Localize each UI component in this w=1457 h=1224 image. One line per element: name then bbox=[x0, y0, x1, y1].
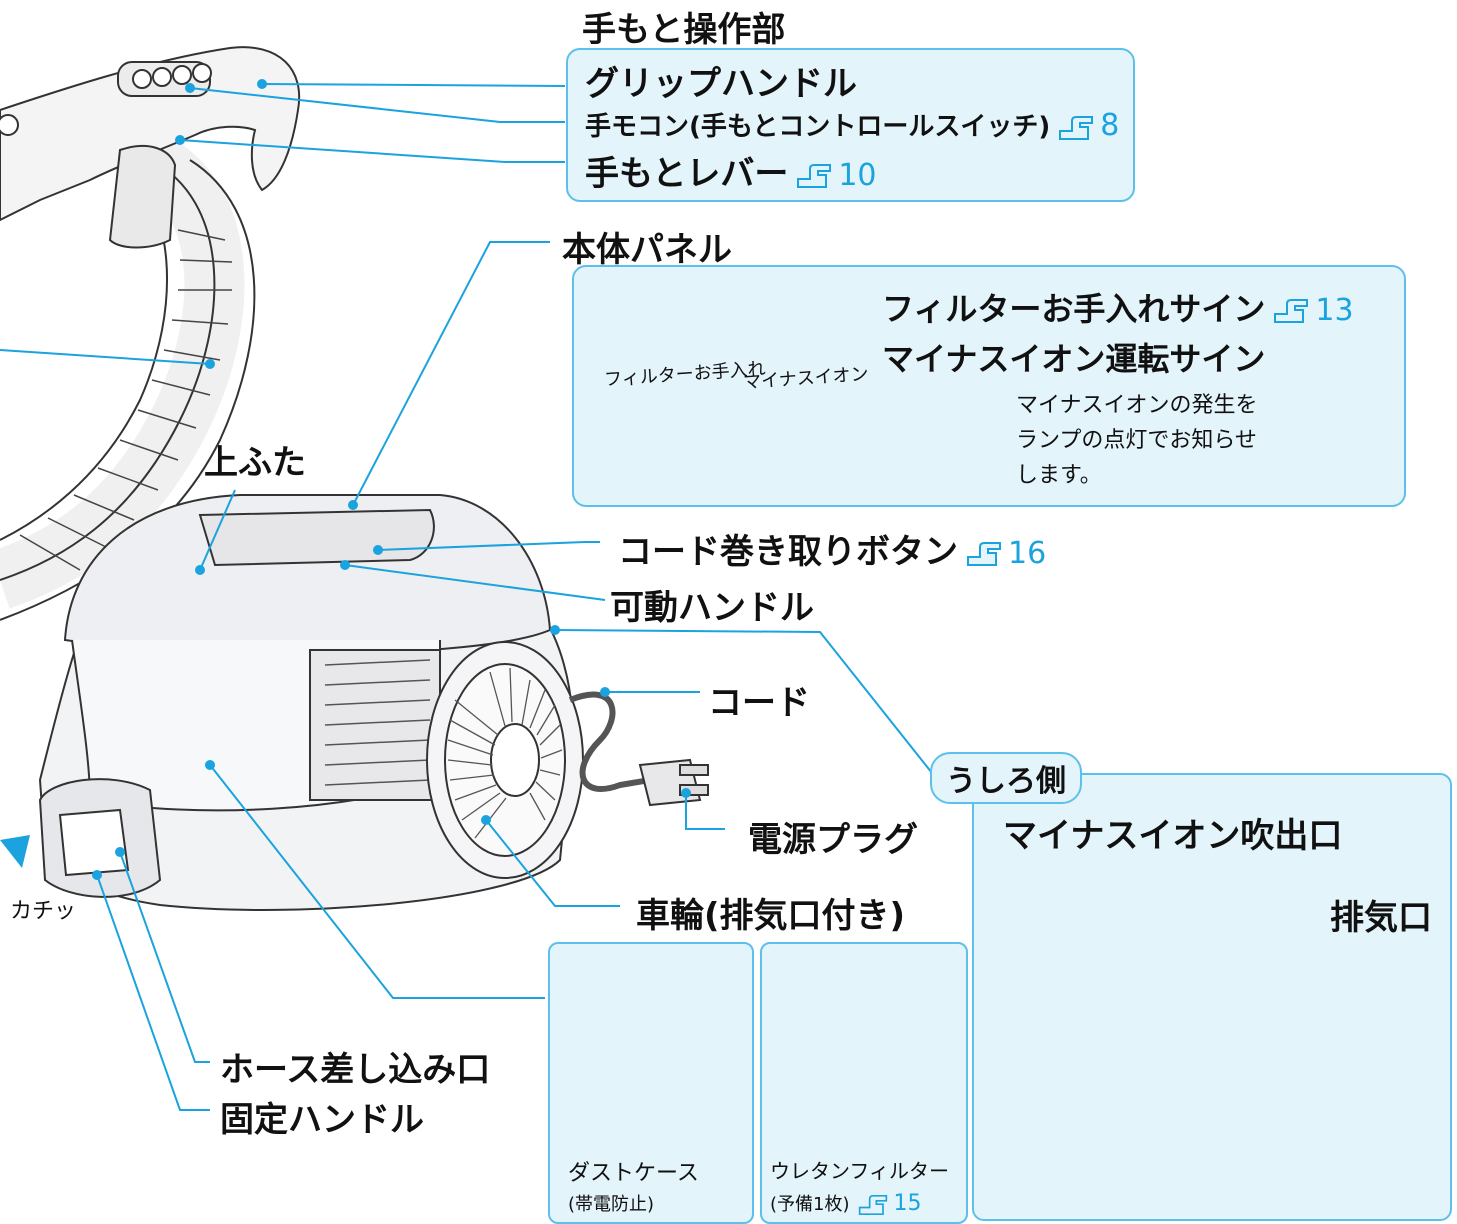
body-panel-title: 本体パネル bbox=[562, 230, 732, 270]
insert-arrow bbox=[0, 835, 30, 868]
ion-outlet-label: マイナスイオン吹出口 bbox=[1003, 816, 1343, 856]
ion-sign-label: マイナスイオン運転サイン bbox=[882, 340, 1266, 378]
hand-controls-box bbox=[566, 48, 1135, 202]
wheel-vents bbox=[447, 667, 563, 839]
rear-view-box bbox=[972, 773, 1452, 1221]
hand-lever-text: 手もとレバー bbox=[585, 154, 789, 194]
filter-sign-page-ref: 13 bbox=[1315, 293, 1354, 328]
cord-rewind-label: コード巻き取りボタン 16 bbox=[618, 524, 1046, 573]
wheel-label: 車輪(排気口付き) bbox=[636, 896, 906, 936]
hose-ribs bbox=[19, 229, 233, 571]
grip-handle-label: グリップハンドル bbox=[585, 64, 857, 104]
fixed-handle-label: 固定ハンドル bbox=[220, 1100, 424, 1140]
pointing-hand-icon bbox=[1274, 299, 1309, 323]
leader-dots bbox=[92, 79, 1320, 985]
rear-view-title: うしろ側 bbox=[930, 752, 1082, 804]
urethane-filter-page-ref: 15 bbox=[893, 1191, 922, 1216]
hand-lever-page-ref: 10 bbox=[838, 158, 877, 193]
filter-sign-text: フィルターお手入れサイン bbox=[882, 290, 1266, 328]
remote-label: 手モコン(手もとコントロールスイッチ) 8 bbox=[585, 106, 1119, 143]
click-caption: カチッ bbox=[10, 899, 77, 924]
filter-sign-label: フィルターお手入れサイン 13 bbox=[882, 284, 1354, 330]
power-plug-label: 電源プラグ bbox=[748, 820, 918, 860]
ion-note-line: マイナスイオンの発生を bbox=[1016, 393, 1258, 418]
vacuum-body bbox=[38, 494, 709, 911]
pointing-hand-icon bbox=[797, 163, 832, 188]
ion-note: マイナスイオンの発生を ランプの点灯でお知らせ します。 bbox=[1016, 388, 1258, 493]
urethane-filter-label: ウレタンフィルター bbox=[770, 1159, 949, 1183]
top-lid-label: 上ふた bbox=[204, 443, 306, 483]
dust-case-label: ダストケース bbox=[568, 1161, 699, 1186]
ion-note-line: します。 bbox=[1016, 463, 1102, 488]
cord-rewind-text: コード巻き取りボタン bbox=[618, 532, 958, 572]
body-panel-box bbox=[572, 265, 1406, 507]
pointing-hand-icon bbox=[1059, 115, 1094, 140]
movable-handle-label: 可動ハンドル bbox=[610, 588, 814, 628]
hose-inlet-label: ホース差し込み口 bbox=[220, 1050, 491, 1090]
remote-page-ref: 8 bbox=[1100, 108, 1120, 143]
urethane-filter-sub: (予備1枚) bbox=[770, 1194, 850, 1215]
remote-text: 手モコン(手もとコントロールスイッチ) bbox=[585, 112, 1051, 142]
grip-handle bbox=[0, 46, 301, 249]
exhaust-label: 排気口 bbox=[1330, 898, 1432, 938]
dust-case-sub: (帯電防止) bbox=[568, 1194, 655, 1215]
ion-note-line: ランプの点灯でお知らせ bbox=[1016, 428, 1257, 453]
cord-rewind-page-ref: 16 bbox=[1008, 536, 1047, 571]
pointing-hand-icon bbox=[967, 541, 1001, 566]
pointing-hand-icon bbox=[858, 1195, 887, 1215]
urethane-filter-box bbox=[760, 942, 968, 1224]
cord-label: コード bbox=[708, 683, 810, 723]
hand-controls-title: 手もと操作部 bbox=[582, 10, 786, 50]
hand-lever-label: 手もとレバー 10 bbox=[585, 146, 877, 195]
urethane-filter-sub-row: (予備1枚) 15 bbox=[770, 1190, 922, 1216]
